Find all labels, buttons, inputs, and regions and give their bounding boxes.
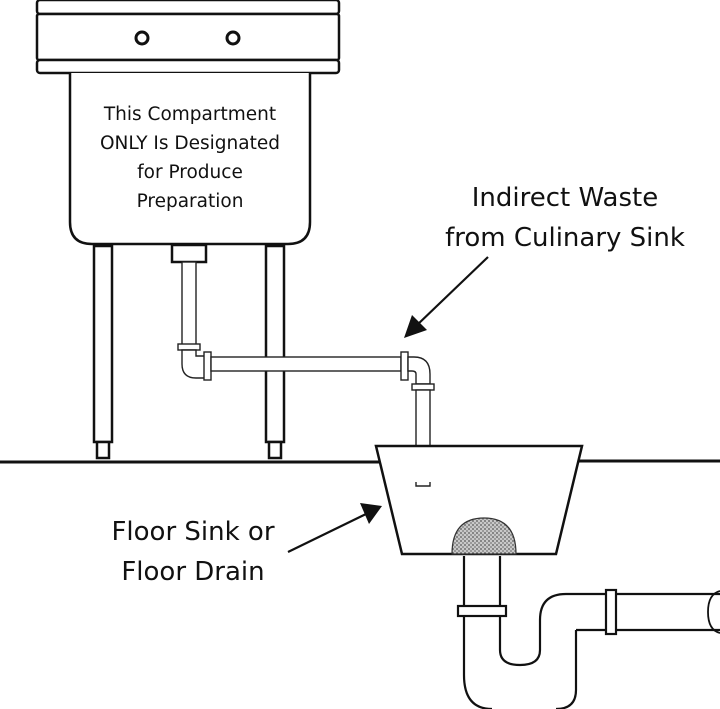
waste-label-line-1: Indirect Waste [471, 183, 659, 213]
sink-drain-outlet [170, 243, 208, 264]
faucet-hole-icon [134, 30, 241, 46]
sink-label-line-4: Preparation [136, 191, 244, 212]
indirect-waste-pipe [177, 261, 435, 451]
sink-label-line-1: This Compartment [103, 104, 277, 125]
indirect-waste-label: Indirect Waste from Culinary Sink [410, 178, 720, 258]
arrow-floor-drain-icon [287, 503, 382, 553]
floor-sink [374, 444, 584, 556]
pipe-in-drain-lower [415, 482, 431, 487]
floor-drain-label: Floor Sink or Floor Drain [88, 512, 298, 592]
sink-label-line-2: ONLY Is Designated [100, 133, 280, 154]
sink-rim [35, 0, 341, 75]
sink-leg-right [264, 244, 286, 460]
sink-compartment-label: This Compartment ONLY Is Designated for … [72, 100, 308, 216]
drain-label-line-2: Floor Drain [121, 557, 265, 587]
drain-strainer [451, 517, 517, 555]
sink-label-line-3: for Produce [137, 162, 243, 183]
waste-label-line-2: from Culinary Sink [445, 223, 685, 253]
arrow-indirect-waste-icon [404, 256, 489, 338]
sink-leg-left [92, 244, 114, 460]
drain-label-line-1: Floor Sink or [111, 517, 275, 547]
p-trap [456, 556, 720, 709]
